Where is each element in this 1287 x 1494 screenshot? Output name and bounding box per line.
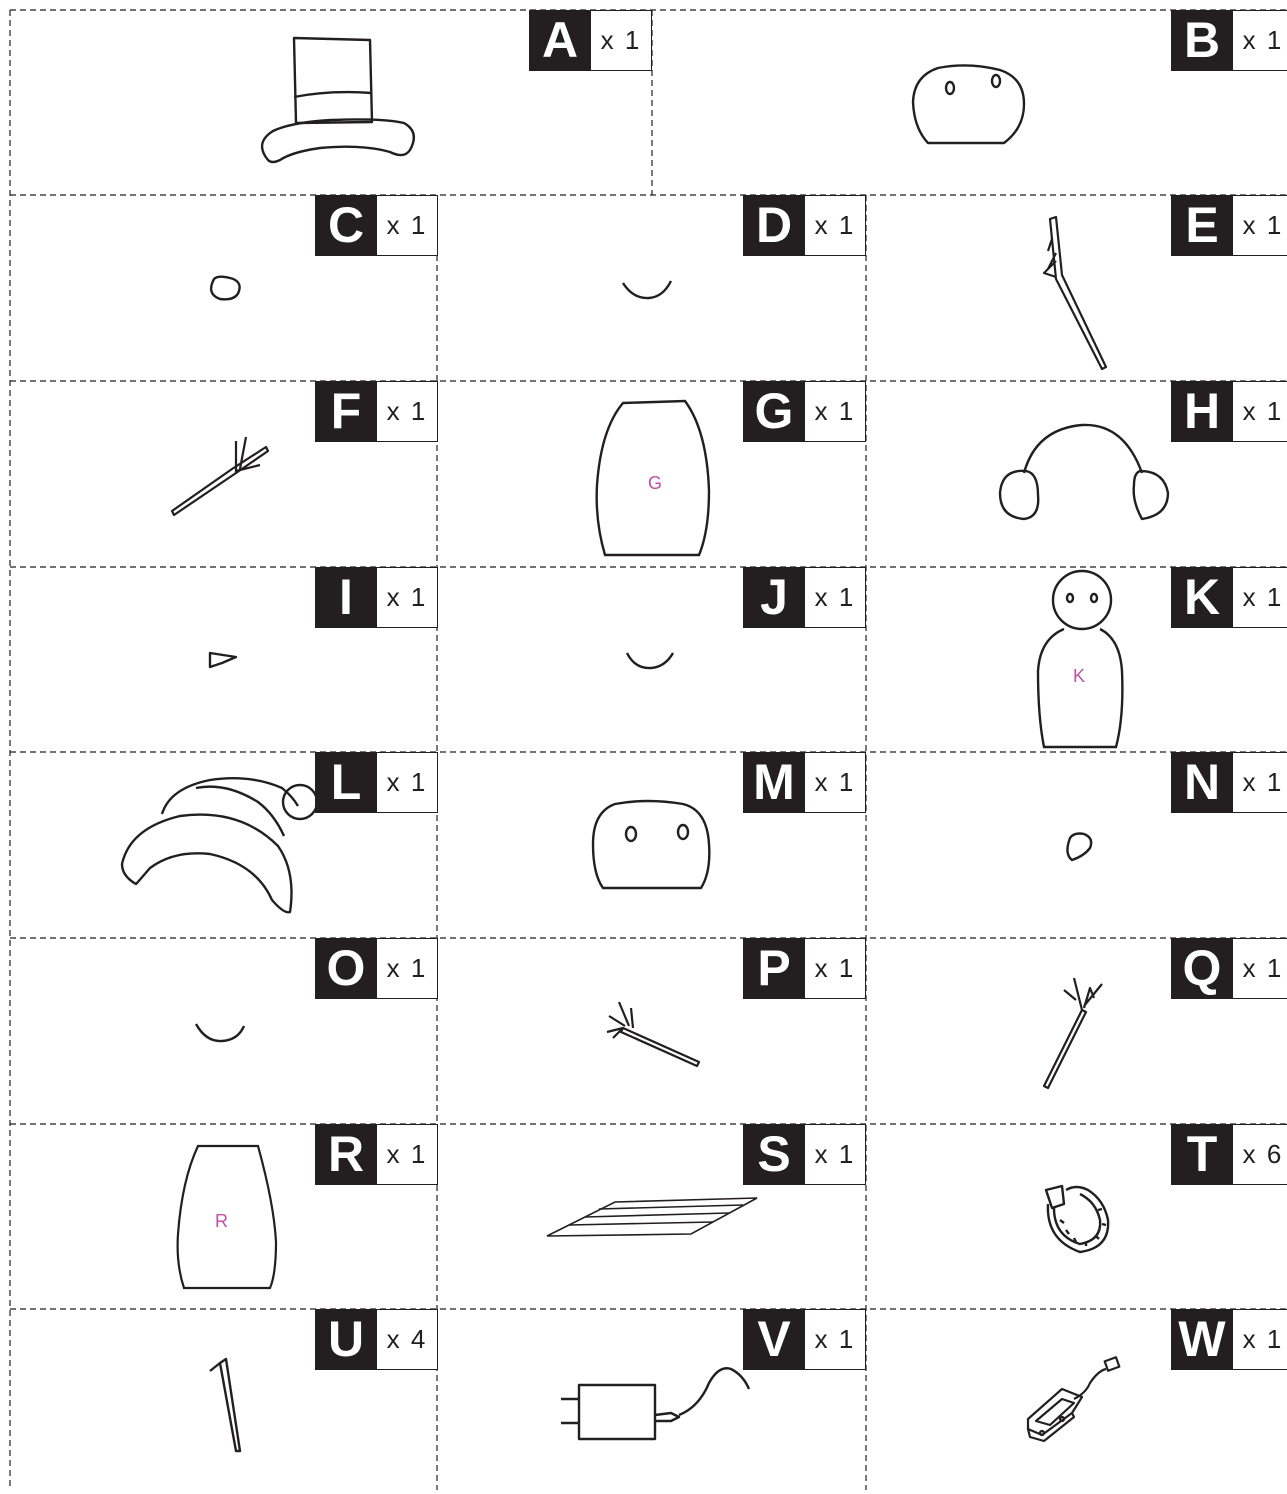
part-cell-s: S x 1 [437,1124,866,1309]
part-letter: O [315,938,377,999]
part-label: W x 1 [1171,1309,1287,1370]
part-quantity: x 1 [805,195,866,256]
part-cell-i: I x 1 [10,567,437,752]
part-label: I x 1 [315,567,438,628]
part-label: L x 1 [315,752,438,813]
part-cell-r: R R x 1 [10,1124,437,1309]
part-label: E x 1 [1171,195,1287,256]
part-label: D x 1 [743,195,866,256]
part-mark-text: R [215,1211,228,1231]
part-quantity: x 1 [377,195,438,256]
part-quantity: x 1 [805,567,866,628]
part-quantity: x 4 [377,1309,438,1370]
part-label: H x 1 [1171,381,1287,442]
part-letter: D [743,195,805,256]
part-cell-n: N x 1 [866,752,1287,938]
part-quantity: x 1 [1233,381,1287,442]
part-letter: T [1171,1124,1233,1185]
part-letter: W [1171,1309,1233,1370]
part-quantity: x 1 [1233,938,1287,999]
part-mark-text: K [1073,666,1085,686]
part-cell-p: P x 1 [437,938,866,1124]
part-quantity: x 1 [805,1124,866,1185]
part-letter: S [743,1124,805,1185]
part-label: R x 1 [315,1124,438,1185]
part-quantity: x 1 [377,752,438,813]
part-cell-v: V x 1 [437,1309,866,1494]
part-cell-u: U x 4 [10,1309,437,1494]
part-cell-o: O x 1 [10,938,437,1124]
part-label: O x 1 [315,938,438,999]
part-letter: N [1171,752,1233,813]
part-cell-e: E x 1 [866,195,1287,381]
part-cell-t: T x 6 [866,1124,1287,1309]
part-cell-l: L x 1 [10,752,437,938]
part-cell-w: W x 1 [866,1309,1287,1494]
part-letter: U [315,1309,377,1370]
part-letter: B [1171,10,1233,71]
part-label: T x 6 [1171,1124,1287,1185]
part-letter: M [743,752,805,813]
part-letter: H [1171,381,1233,442]
part-quantity: x 1 [805,381,866,442]
part-letter: F [315,381,377,442]
part-label: V x 1 [743,1309,866,1370]
part-quantity: x 1 [1233,1309,1287,1370]
part-letter: Q [1171,938,1233,999]
part-label: S x 1 [743,1124,866,1185]
part-letter: R [315,1124,377,1185]
part-letter: V [743,1309,805,1370]
part-quantity: x 6 [1233,1124,1287,1185]
part-label: J x 1 [743,567,866,628]
part-letter: K [1171,567,1233,628]
part-letter: G [743,381,805,442]
part-quantity: x 1 [377,567,438,628]
part-label: F x 1 [315,381,438,442]
part-mark-text: G [648,473,662,493]
part-label: G x 1 [743,381,866,442]
part-cell-k: K K x 1 [866,567,1287,752]
part-cell-b: B x 1 [652,10,1287,195]
part-label: A x 1 [529,10,652,71]
part-cell-f: F x 1 [10,381,437,567]
part-quantity: x 1 [805,938,866,999]
part-cell-h: H x 1 [866,381,1287,567]
part-cell-q: Q x 1 [866,938,1287,1124]
part-label: P x 1 [743,938,866,999]
part-letter: L [315,752,377,813]
part-quantity: x 1 [1233,195,1287,256]
part-quantity: x 1 [591,10,652,71]
part-letter: J [743,567,805,628]
part-quantity: x 1 [1233,567,1287,628]
part-cell-g: G G x 1 [437,381,866,567]
part-label: B x 1 [1171,10,1287,71]
part-cell-a: A x 1 [10,10,652,195]
part-quantity: x 1 [377,938,438,999]
part-label: C x 1 [315,195,438,256]
part-cell-d: D x 1 [437,195,866,381]
part-cell-m: M x 1 [437,752,866,938]
part-letter: I [315,567,377,628]
part-label: U x 4 [315,1309,438,1370]
part-label: M x 1 [743,752,866,813]
part-quantity: x 1 [377,381,438,442]
part-letter: C [315,195,377,256]
part-quantity: x 1 [1233,752,1287,813]
part-label: Q x 1 [1171,938,1287,999]
part-letter: A [529,10,591,71]
part-cell-j: J x 1 [437,567,866,752]
part-cell-c: C x 1 [10,195,437,381]
part-label: K x 1 [1171,567,1287,628]
part-quantity: x 1 [377,1124,438,1185]
part-label: N x 1 [1171,752,1287,813]
part-letter: P [743,938,805,999]
part-letter: E [1171,195,1233,256]
part-quantity: x 1 [805,752,866,813]
part-quantity: x 1 [805,1309,866,1370]
part-quantity: x 1 [1233,10,1287,71]
